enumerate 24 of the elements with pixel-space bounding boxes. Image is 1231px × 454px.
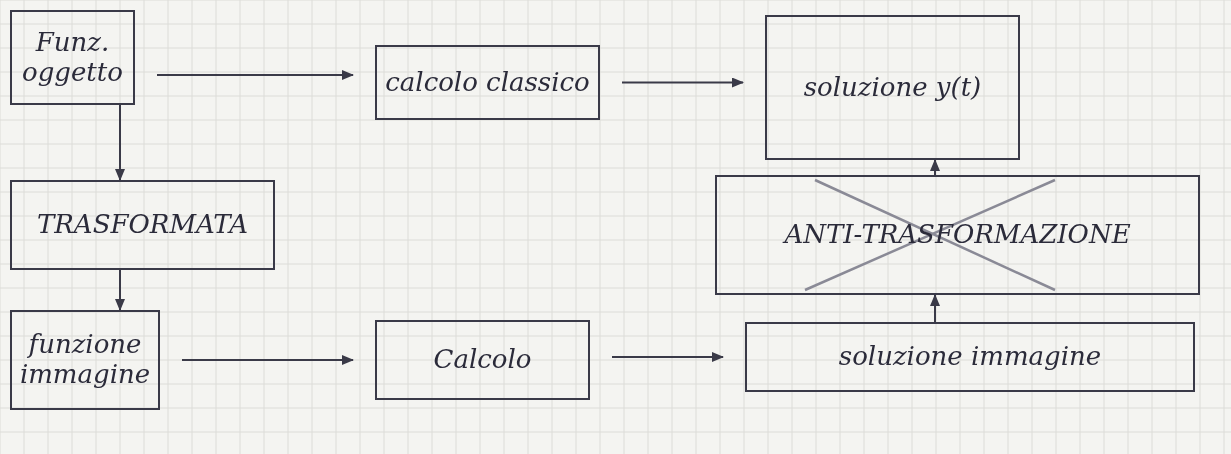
box-text: soluzione y(t): [803, 72, 982, 103]
process-box: [375, 45, 600, 120]
box-text: Calcolo: [433, 345, 532, 375]
process-box: [10, 180, 275, 270]
box-text: funzione immagine: [18, 330, 152, 390]
arrow: [621, 77, 744, 88]
box-text: calcolo classico: [385, 67, 590, 98]
box-text: soluzione immagine: [838, 342, 1102, 372]
arrow: [930, 294, 940, 323]
arrow: [156, 70, 354, 80]
arrow: [930, 159, 940, 176]
process-box: [745, 322, 1195, 392]
process-box: [765, 15, 1020, 160]
arrow: [115, 104, 125, 181]
arrow: [611, 352, 724, 362]
process-box: [10, 10, 135, 105]
box-text: TRASFORMATA: [36, 210, 249, 240]
box-text: Funz. oggetto: [21, 27, 124, 88]
arrow: [115, 269, 125, 311]
process-box: [375, 320, 590, 400]
arrow: [181, 355, 354, 365]
box-text: ANTI-TRASFORMAZIONE: [784, 220, 1131, 250]
crossed-out-box: [715, 175, 1200, 295]
process-box: [10, 310, 160, 410]
